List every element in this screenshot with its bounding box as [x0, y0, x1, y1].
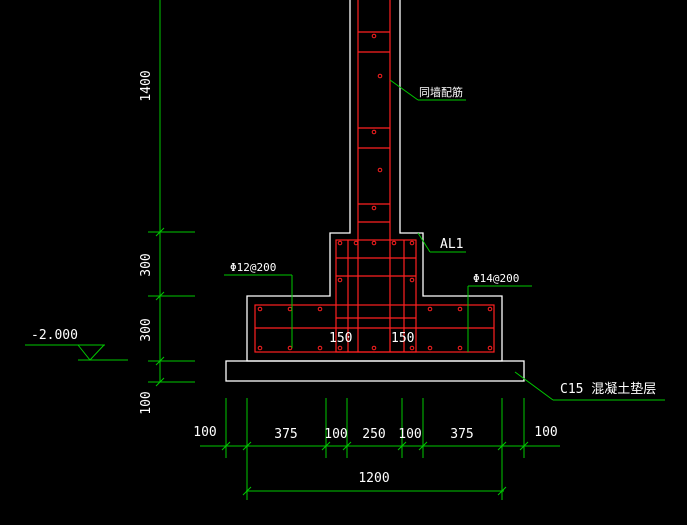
wall-rebar-label: 同墙配筋 [419, 85, 463, 99]
cushion-leader [514, 371, 554, 401]
dim-bottom-100-mid-left: 100 [324, 427, 347, 442]
dim-vertical-100: 100 [139, 391, 154, 414]
dim-bottom-375-left: 375 [274, 427, 297, 442]
wall-rebar-leader [389, 79, 419, 101]
rebar-left-label: Φ12@200 [230, 261, 276, 274]
dim-bottom-250: 250 [362, 427, 385, 442]
wall-stirrups [358, 31, 390, 223]
inner-dim-right: 150 [391, 331, 414, 346]
beam-label: AL1 [440, 237, 463, 252]
rebar-group [254, 0, 495, 353]
upper-step-bars [336, 240, 416, 352]
dim-bottom-100-left: 100 [193, 425, 216, 440]
cushion-layer-outline [225, 360, 525, 382]
dim-bottom-375-right: 375 [450, 427, 473, 442]
bottom-dimensions [200, 398, 560, 500]
dim-vertical-1400: 1400 [139, 70, 154, 101]
left-vertical-dimension [148, 0, 195, 387]
foundation-stepped-outline [246, 0, 503, 362]
dim-bottom-100-mid-right: 100 [398, 427, 421, 442]
concrete-outline [225, 0, 525, 382]
dim-vertical-300-upper: 300 [139, 253, 154, 276]
elevation-marker [25, 344, 128, 361]
dim-bottom-100-right: 100 [534, 425, 557, 440]
rebar-right-label: Φ14@200 [473, 272, 519, 285]
cushion-label: C15 混凝土垫层 [560, 381, 656, 397]
elevation-label: -2.000 [31, 328, 78, 343]
beam-leader [417, 232, 431, 253]
inner-dim-left: 150 [329, 331, 352, 346]
leader-lines [224, 79, 665, 401]
dim-vertical-300-lower: 300 [139, 318, 154, 341]
rebar-dots [257, 33, 493, 351]
dim-total-width: 1200 [358, 471, 389, 486]
